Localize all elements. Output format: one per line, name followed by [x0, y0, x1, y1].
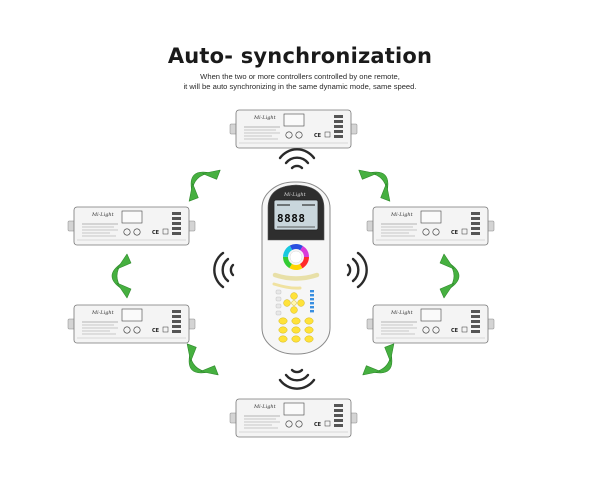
sync-arrow-icon: [111, 253, 132, 299]
lcd-screen: [273, 199, 319, 231]
sync-arrow-icon: [439, 253, 460, 299]
remote-control: Mi·Light 8888: [261, 181, 331, 355]
page-title: Auto- synchronization: [167, 44, 433, 68]
subtitle-line-1: When the two or more controllers control…: [200, 72, 400, 81]
signal-wave-icon: [278, 368, 316, 390]
svg-text:8888: 8888: [277, 212, 306, 225]
svg-text:Mi·Light: Mi·Light: [253, 115, 277, 121]
svg-text:Mi·Light: Mi·Light: [283, 192, 307, 198]
svg-text:Mi·Light: Mi·Light: [91, 310, 115, 316]
controller-right-upper: Mi·Light: [366, 206, 495, 246]
subtitle-line-2: it will be auto synchronizing in the sam…: [183, 82, 417, 91]
signal-wave-icon: [278, 148, 316, 170]
controller-bottom: Mi·Light: [229, 398, 358, 438]
svg-text:Mi·Light: Mi·Light: [390, 310, 414, 316]
controller-top: Mi·Light: [229, 109, 358, 149]
signal-wave-icon: [213, 251, 235, 289]
signal-wave-icon: [346, 251, 368, 289]
svg-text:Mi·Light: Mi·Light: [91, 212, 115, 218]
color-wheel-icon: [283, 244, 309, 270]
controller-right-lower: Mi·Light: [366, 304, 495, 344]
controller-left-lower: Mi·Light: [67, 304, 196, 344]
sync-arrow-icon: [359, 340, 405, 386]
svg-text:Mi·Light: Mi·Light: [253, 404, 277, 410]
controller-left-upper: Mi·Light: [67, 206, 196, 246]
sync-arrow-icon: [176, 340, 222, 386]
sync-arrow-icon: [178, 159, 224, 205]
sync-arrow-icon: [355, 159, 401, 205]
svg-text:Mi·Light: Mi·Light: [390, 212, 414, 218]
